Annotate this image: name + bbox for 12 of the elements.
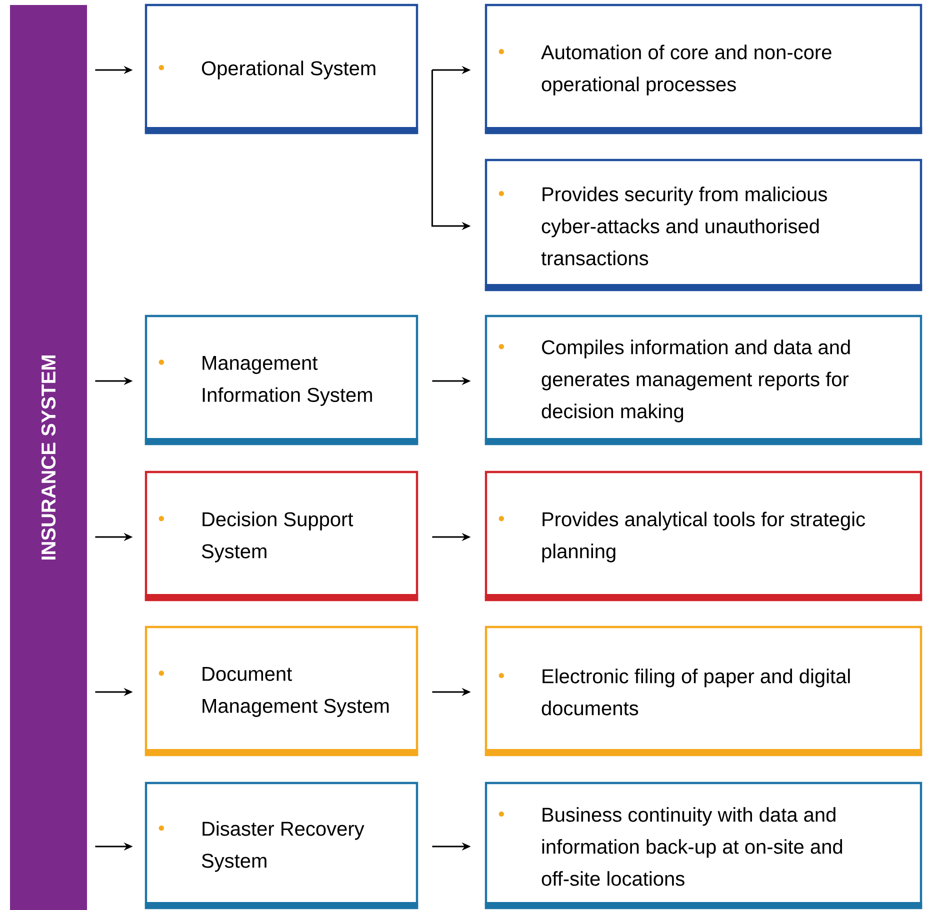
process-box: Automation of core and non-core operational processes [484,4,922,134]
process-box: Provides analytical tools for strategic planning [484,470,922,602]
process-box: Management Information System [144,314,418,446]
process-box: Electronic filing of paper and digital documents [484,626,922,756]
process-box: Business continuity with data and information back-up at on-site and off-site locations [484,782,922,910]
process-box: Provides security from malicious cyber-attacks and unauthorised transactions [484,158,922,292]
process-box: Operational System [144,4,418,134]
system-band: INSURANCE SYSTEM [10,5,87,910]
process-box: Document Management System [144,626,418,756]
process-box: Decision Support System [144,470,418,602]
process-box: Compiles information and data and generates management reports for decision making [484,314,922,446]
process-box: Disaster Recovery System [144,782,418,910]
